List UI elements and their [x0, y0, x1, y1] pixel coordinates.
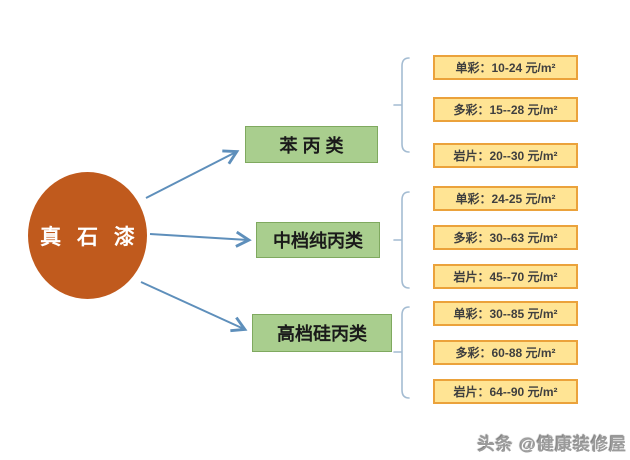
price-item: 岩片：20--30 元/m²: [433, 143, 578, 168]
price-item: 多彩：30--63 元/m²: [433, 225, 578, 250]
category-box-1: 苯 丙 类: [245, 126, 378, 163]
watermark: 头条 @健康装修屋: [477, 435, 627, 454]
arrow-to-category-2: [149, 230, 252, 248]
price-item: 单彩：10-24 元/m²: [433, 55, 578, 80]
brace-group-2: [393, 191, 410, 289]
category-box-3: 高档硅丙类: [252, 314, 392, 352]
root-node-label: 真 石 漆: [40, 225, 140, 249]
brace-group-1: [393, 57, 410, 153]
arrow-to-category-1: [145, 149, 240, 199]
root-node-circle: 真 石 漆: [28, 172, 147, 299]
price-item: 单彩：24-25 元/m²: [433, 186, 578, 211]
brace-group-3: [393, 306, 410, 399]
price-item: 单彩：30--85 元/m²: [433, 301, 578, 326]
price-item: 岩片：64--90 元/m²: [433, 379, 578, 404]
arrow-to-category-3: [140, 281, 248, 333]
price-item: 多彩：15--28 元/m²: [433, 97, 578, 122]
price-item: 多彩：60-88 元/m²: [433, 340, 578, 365]
price-item: 岩片：45--70 元/m²: [433, 264, 578, 289]
category-box-2: 中档纯丙类: [256, 222, 380, 258]
